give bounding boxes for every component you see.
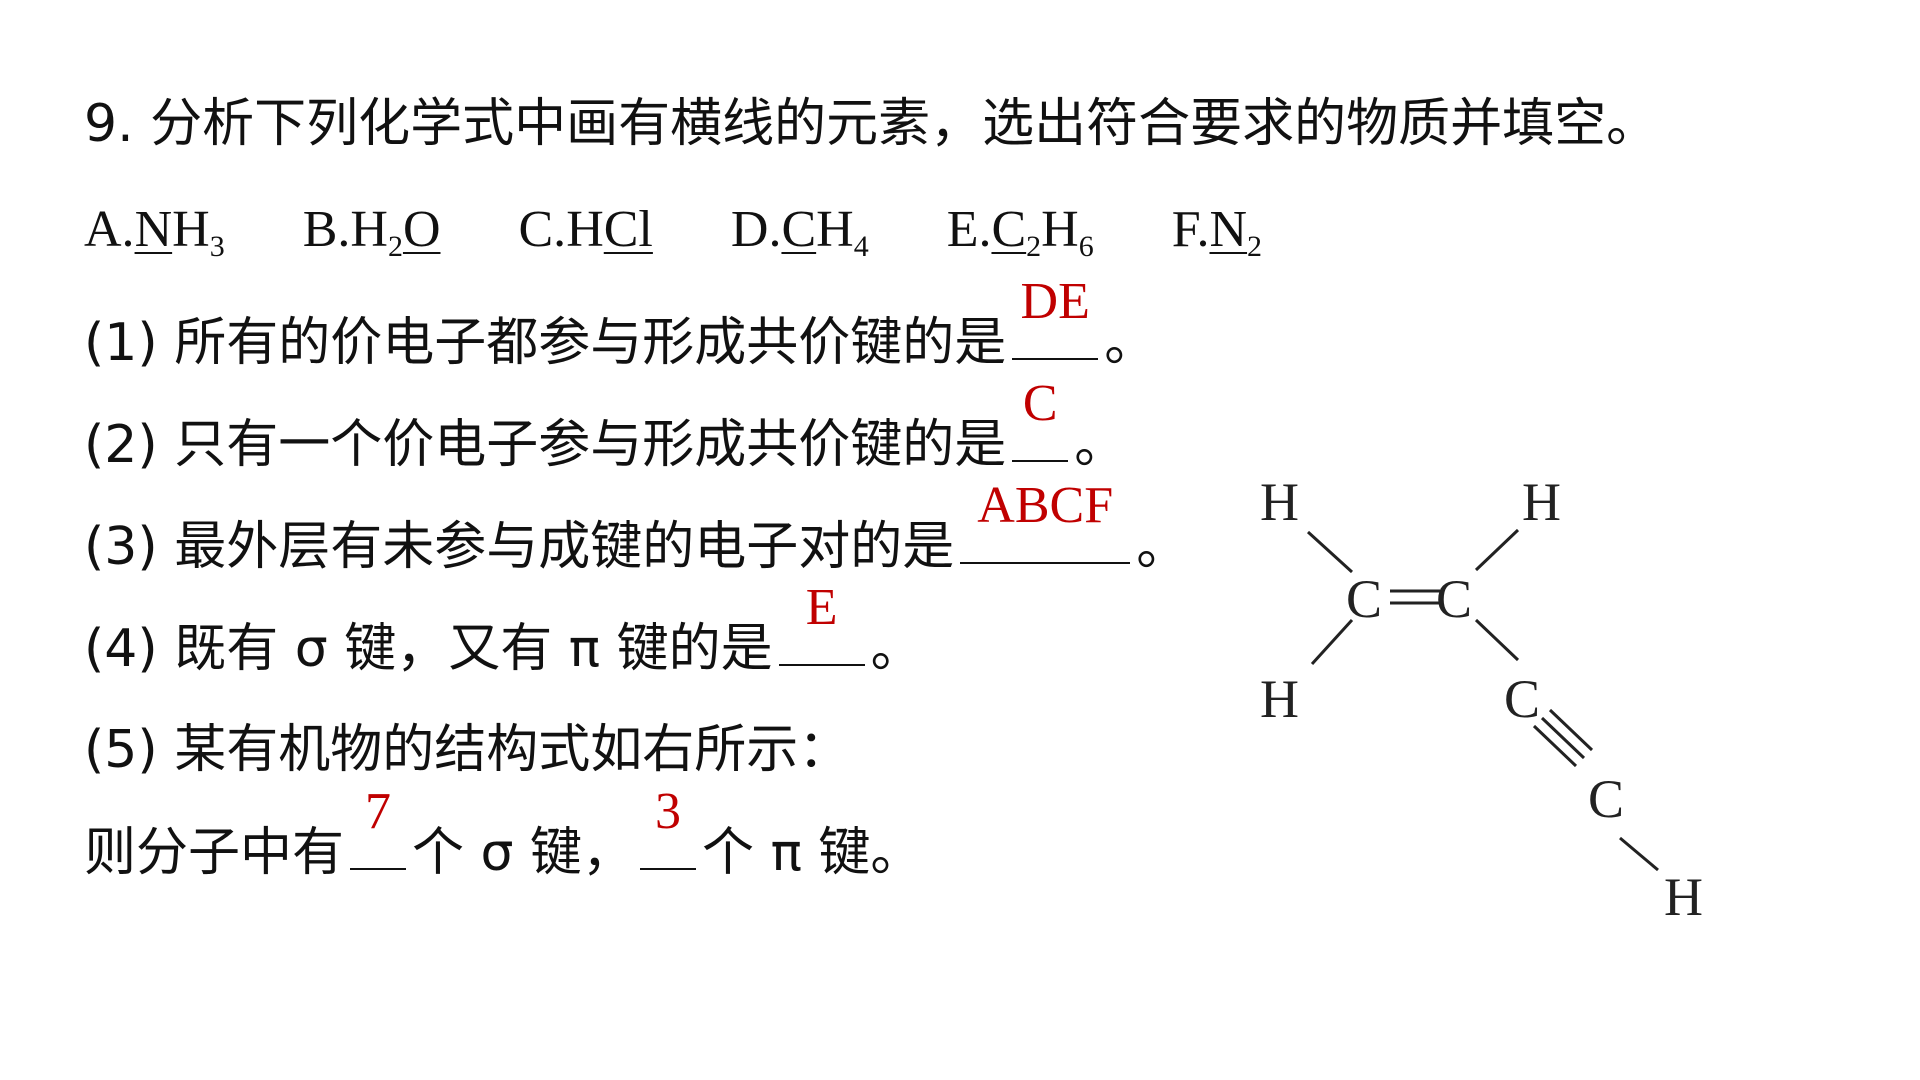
- formula-element: C: [781, 201, 817, 258]
- answer-2: C: [1022, 375, 1058, 432]
- triple-bond-c3-c4-a: [1540, 716, 1586, 760]
- formula-element: O: [402, 201, 441, 258]
- formula-element: N: [134, 201, 173, 258]
- answer-blank-5b[interactable]: 3: [640, 786, 697, 870]
- atom-c4: C: [1588, 769, 1624, 829]
- options-row: A.NH3 B.H2O C.HCl D.CH4 E.C2H6 F.N2: [84, 198, 1262, 262]
- triple-bond-c3-c4-b: [1548, 708, 1594, 752]
- formula-subscript: 2: [1026, 230, 1042, 263]
- option-4: E.C2H6: [946, 201, 1094, 263]
- option-3: D.CH4: [730, 201, 869, 263]
- answer-4: E: [805, 579, 838, 636]
- item-4-text: (4) 既有 σ 键，又有 π 键的是: [84, 619, 773, 679]
- formula-element: Cl: [603, 201, 653, 258]
- bond-c2-c3: [1474, 618, 1520, 662]
- answer-blank-4[interactable]: E: [778, 582, 865, 666]
- option-0: A.NH3: [84, 201, 225, 263]
- formula-subscript: 2: [387, 230, 403, 263]
- bond-h3-c1: [1310, 618, 1354, 666]
- formula-element: H: [1041, 201, 1079, 258]
- answer-blank-2[interactable]: C: [1012, 378, 1069, 462]
- option-5: F.N2: [1171, 201, 1263, 263]
- answer-blank-3[interactable]: ABCF: [960, 480, 1131, 564]
- answer-5a: 7: [365, 783, 392, 840]
- answer-blank-1[interactable]: DE: [1012, 276, 1099, 360]
- answer-3: ABCF: [977, 477, 1114, 534]
- item-2-text: (2) 只有一个价电子参与形成共价键的是: [84, 415, 1007, 475]
- atom-h2: H: [1522, 472, 1561, 532]
- atom-c3: C: [1504, 669, 1540, 729]
- formula-element: N: [1209, 201, 1248, 258]
- formula-element: H: [172, 201, 210, 258]
- atom-h4: H: [1664, 867, 1703, 927]
- formula-element: H: [566, 201, 604, 258]
- item-1-text: (1) 所有的价电子都参与形成共价键的是: [84, 313, 1007, 373]
- formula-subscript: 2: [1247, 230, 1263, 263]
- formula-subscript: 3: [209, 230, 225, 263]
- answer-blank-5a[interactable]: 7: [350, 786, 407, 870]
- item-5: (5) 某有机物的结构式如右所示：: [84, 720, 851, 780]
- answer-5b: 3: [655, 783, 682, 840]
- option-2: C.HCl: [518, 201, 653, 258]
- question-title: 9. 分析下列化学式中画有横线的元素，选出符合要求的物质并填空。: [84, 94, 1659, 154]
- atom-h1: H: [1260, 472, 1299, 532]
- bond-h1-c1: [1306, 530, 1354, 574]
- bond-c4-h4: [1619, 836, 1659, 872]
- atom-c2: C: [1436, 569, 1472, 629]
- option-1: B.H2O: [302, 201, 441, 263]
- answer-1: DE: [1020, 273, 1090, 330]
- formula-subscript: 6: [1078, 230, 1094, 263]
- formula-element: H: [816, 201, 854, 258]
- structural-formula: H H C C H C C H: [1260, 472, 1703, 927]
- bond-c2-h2: [1474, 528, 1520, 572]
- formula-element: H: [350, 201, 388, 258]
- formula-element: C: [991, 201, 1027, 258]
- item-3-text: (3) 最外层有未参与成键的电子对的是: [84, 517, 955, 577]
- atom-h3: H: [1260, 669, 1299, 729]
- atom-c1: C: [1346, 569, 1382, 629]
- formula-subscript: 4: [853, 230, 869, 263]
- triple-bond-c3-c4-c: [1532, 724, 1578, 768]
